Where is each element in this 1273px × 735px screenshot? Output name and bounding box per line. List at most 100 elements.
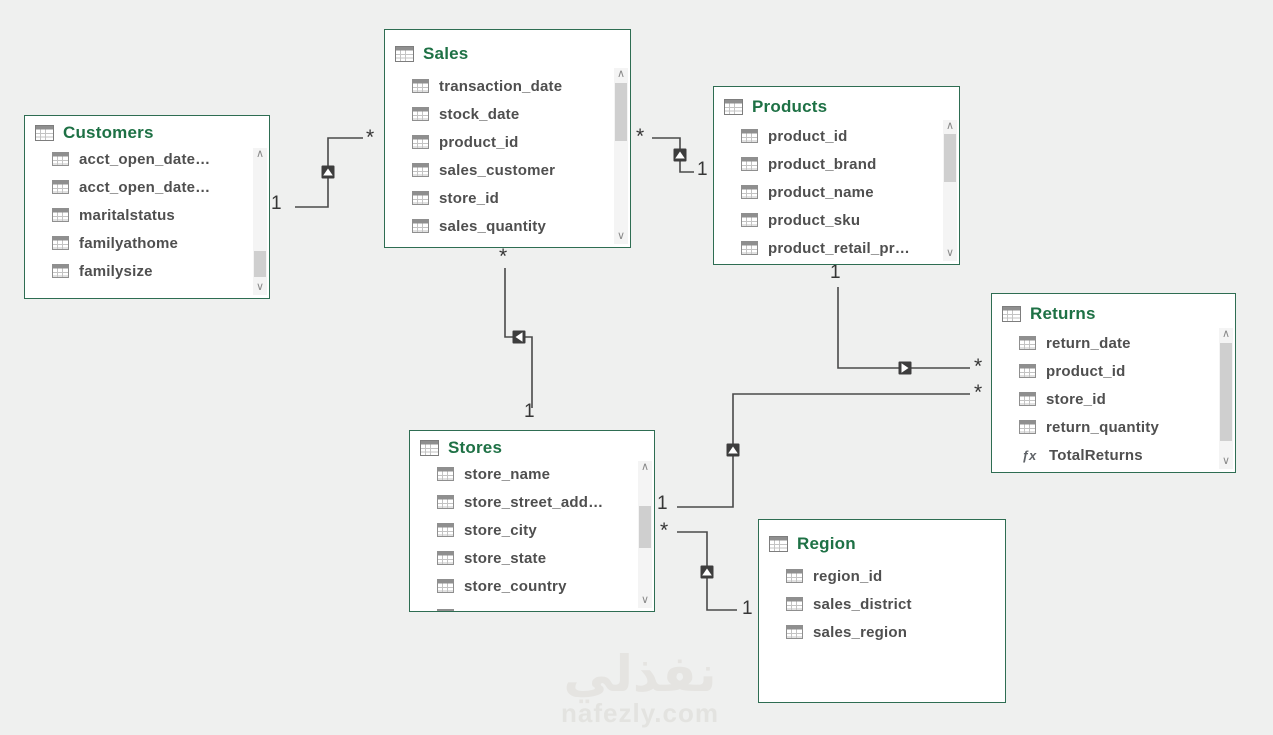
table-icon <box>420 440 439 456</box>
table-card-customers[interactable]: Customers acct_open_date… acct_open_date… <box>24 115 270 299</box>
scrollbar[interactable]: ∧ ∨ <box>638 461 652 608</box>
cardinality-label: 1 <box>697 159 708 180</box>
cardinality-label: * <box>974 381 983 404</box>
column-icon <box>412 163 429 177</box>
scroll-up-icon[interactable]: ∧ <box>616 68 626 80</box>
relationship-stores-returns[interactable] <box>677 393 970 508</box>
field-row[interactable]: product_id <box>992 357 1235 385</box>
scrollbar-thumb[interactable] <box>1220 343 1232 441</box>
watermark-arabic-text: نفذلي <box>563 645 717 703</box>
field-row[interactable]: acct_open_date… <box>25 145 269 173</box>
column-icon <box>786 597 803 611</box>
scrollbar-thumb[interactable] <box>254 250 266 278</box>
table-icon <box>35 125 54 141</box>
scroll-down-icon[interactable]: ∨ <box>640 594 650 606</box>
table-title: Sales <box>423 44 469 63</box>
cardinality-label: * <box>660 519 669 542</box>
relationship-sales-products[interactable] <box>652 137 694 173</box>
scroll-up-icon[interactable]: ∧ <box>640 461 650 473</box>
watermark-domain-text: nafezly.com <box>561 698 719 728</box>
scrollbar[interactable]: ∧ ∨ <box>614 68 628 244</box>
field-row[interactable]: sales_region <box>759 618 1005 646</box>
scrollbar[interactable]: ∧ ∨ <box>943 120 957 261</box>
field-row[interactable]: familysize <box>25 257 269 285</box>
field-row[interactable]: sales_customer <box>385 156 630 184</box>
scrollbar[interactable]: ∧ ∨ <box>1219 328 1233 469</box>
table-icon <box>769 536 788 552</box>
field-row[interactable]: store_name <box>410 460 654 488</box>
scroll-down-icon[interactable]: ∨ <box>255 281 265 293</box>
field-row[interactable]: store_city <box>410 516 654 544</box>
field-row[interactable]: maritalstatus <box>25 201 269 229</box>
scroll-up-icon[interactable]: ∧ <box>255 148 265 160</box>
column-icon <box>52 264 69 278</box>
field-row[interactable]: product_id <box>714 122 959 150</box>
table-title: Customers <box>63 123 154 142</box>
field-row[interactable]: store_id <box>992 385 1235 413</box>
scroll-up-icon[interactable]: ∧ <box>945 120 955 132</box>
column-icon <box>741 185 758 199</box>
column-icon <box>741 213 758 227</box>
column-icon <box>786 569 803 583</box>
field-row[interactable]: return_quantity <box>992 413 1235 441</box>
scroll-up-icon[interactable]: ∧ <box>1221 328 1231 340</box>
relationship-products-returns[interactable] <box>837 287 970 375</box>
scroll-down-icon[interactable]: ∨ <box>945 247 955 259</box>
field-row[interactable]: store_street_add… <box>410 488 654 516</box>
cardinality-label: 1 <box>830 262 841 283</box>
column-icon <box>741 241 758 255</box>
field-row[interactable]: transaction_date <box>385 72 630 100</box>
field-row[interactable]: sales_quantity <box>385 212 630 240</box>
field-row[interactable]: product_retail_pr… <box>714 234 959 262</box>
table-title: Products <box>752 97 828 116</box>
column-icon <box>1019 392 1036 406</box>
field-row[interactable]: acct_open_date… <box>25 173 269 201</box>
relationship-sales-stores[interactable] <box>504 268 533 408</box>
table-icon <box>1002 306 1021 322</box>
scrollbar-thumb[interactable] <box>615 83 627 141</box>
column-icon <box>52 180 69 194</box>
table-card-products[interactable]: Products product_id product_brand produc… <box>713 86 960 265</box>
field-row[interactable]: product_name <box>714 178 959 206</box>
relationship-stores-region[interactable] <box>677 531 737 611</box>
field-row[interactable]: region_id <box>759 562 1005 590</box>
scroll-down-icon[interactable]: ∨ <box>616 230 626 242</box>
table-card-region[interactable]: Region region_id sales_district sales_re… <box>758 519 1006 703</box>
field-row[interactable]: familyathome <box>25 229 269 257</box>
table-title: Region <box>797 534 856 553</box>
field-row[interactable]: product_sku <box>714 206 959 234</box>
scroll-down-icon[interactable]: ∨ <box>1221 455 1231 467</box>
field-row[interactable]: store_id <box>385 184 630 212</box>
cardinality-label: 1 <box>742 598 753 619</box>
relationship-customers-sales[interactable] <box>295 137 363 208</box>
field-row[interactable]: product_brand <box>714 150 959 178</box>
table-card-returns[interactable]: Returns return_date product_id store_id … <box>991 293 1236 473</box>
table-title: Returns <box>1030 304 1096 323</box>
field-row[interactable]: store_country <box>410 572 654 600</box>
column-icon <box>741 157 758 171</box>
scrollbar-thumb[interactable] <box>639 506 651 548</box>
field-row-clipped[interactable] <box>410 600 654 611</box>
cardinality-label: * <box>366 126 375 149</box>
measure-icon: ƒx <box>1021 447 1037 463</box>
field-row[interactable]: return_date <box>992 329 1235 357</box>
column-icon <box>437 467 454 481</box>
field-row[interactable]: stock_date <box>385 100 630 128</box>
scrollbar[interactable]: ∧ ∨ <box>253 148 267 295</box>
column-icon <box>1019 420 1036 434</box>
field-row[interactable]: store_state <box>410 544 654 572</box>
scrollbar-thumb[interactable] <box>944 134 956 182</box>
column-icon <box>52 152 69 166</box>
table-card-sales[interactable]: Sales transaction_date stock_date produc… <box>384 29 631 248</box>
cardinality-label: 1 <box>657 493 668 514</box>
table-title: Stores <box>448 438 503 457</box>
column-icon <box>786 625 803 639</box>
table-card-stores[interactable]: Stores store_name store_street_add… stor… <box>409 430 655 612</box>
column-icon <box>52 236 69 250</box>
column-icon <box>437 579 454 593</box>
field-row[interactable]: product_id <box>385 128 630 156</box>
field-row[interactable]: sales_district <box>759 590 1005 618</box>
column-icon <box>412 107 429 121</box>
